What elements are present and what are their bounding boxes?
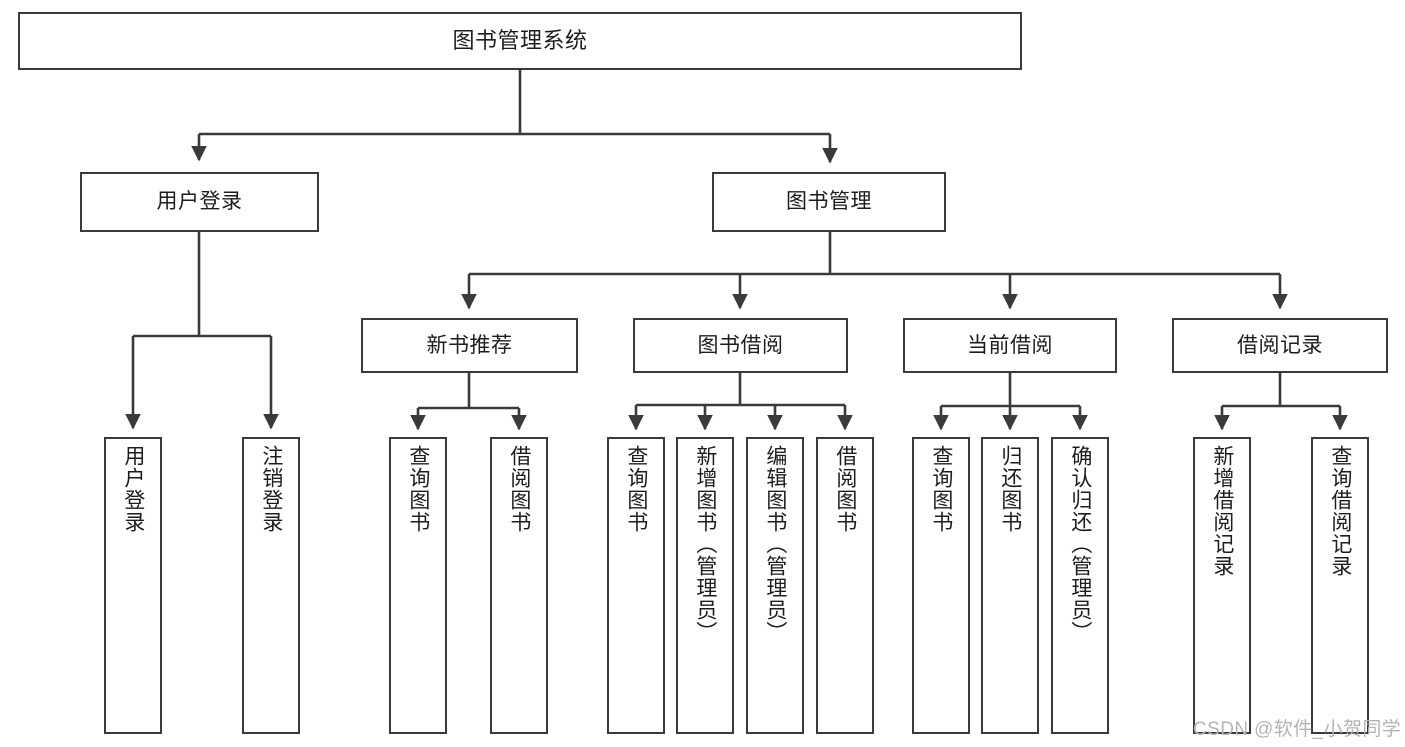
node-new-book-recommend[interactable]: 新书推荐 [361, 318, 578, 373]
leaf-new-book-query[interactable]: 查询图书 [389, 437, 447, 734]
node-book-borrow[interactable]: 图书借阅 [633, 318, 848, 373]
leaf-current-borrow-query[interactable]: 查询图书 [912, 437, 970, 734]
leaf-current-borrow-confirm-return[interactable]: 确认归还（管理员） [1051, 437, 1109, 734]
leaf-book-borrow-borrow[interactable]: 借阅图书 [816, 437, 874, 734]
node-label: 查询图书 [929, 445, 953, 533]
leaf-book-borrow-edit[interactable]: 编辑图书（管理员） [746, 437, 804, 734]
leaf-current-borrow-return[interactable]: 归还图书 [981, 437, 1039, 734]
leaf-book-borrow-add[interactable]: 新增图书（管理员） [676, 437, 734, 734]
node-book-management[interactable]: 图书管理 [712, 172, 946, 232]
node-label: 图书借阅 [697, 333, 784, 357]
node-root-system[interactable]: 图书管理系统 [18, 12, 1022, 70]
node-label: 用户登录 [121, 445, 145, 533]
leaf-user-login-login[interactable]: 用户登录 [104, 437, 162, 734]
node-label: 图书管理 [786, 190, 872, 214]
leaf-new-book-borrow[interactable]: 借阅图书 [490, 437, 548, 734]
node-label: 查询借阅记录 [1328, 445, 1352, 577]
leaf-book-borrow-query[interactable]: 查询图书 [607, 437, 665, 734]
node-label: 新增借阅记录 [1210, 445, 1234, 577]
node-label: 图书管理系统 [452, 27, 588, 53]
node-label: 查询图书 [624, 445, 648, 533]
node-current-borrow[interactable]: 当前借阅 [903, 318, 1117, 373]
node-label: 确认归还（管理员） [1068, 445, 1092, 643]
node-label: 编辑图书（管理员） [763, 445, 787, 643]
node-label: 用户登录 [156, 190, 243, 214]
node-label: 新书推荐 [426, 333, 513, 357]
leaf-user-login-logout[interactable]: 注销登录 [242, 437, 300, 734]
node-user-login[interactable]: 用户登录 [80, 172, 319, 232]
node-label: 归还图书 [998, 445, 1022, 533]
node-label: 查询图书 [406, 445, 430, 533]
node-label: 借阅图书 [833, 445, 857, 533]
node-label: 新增图书（管理员） [693, 445, 717, 643]
node-label: 借阅记录 [1237, 333, 1323, 357]
leaf-borrow-record-query[interactable]: 查询借阅记录 [1311, 437, 1369, 734]
node-label: 借阅图书 [507, 445, 531, 533]
node-label: 注销登录 [259, 445, 283, 533]
node-label: 当前借阅 [967, 333, 1053, 357]
watermark-credit: CSDN @软件_小贺同学 [1193, 719, 1402, 740]
node-borrow-record[interactable]: 借阅记录 [1172, 318, 1388, 373]
leaf-borrow-record-add[interactable]: 新增借阅记录 [1193, 437, 1251, 734]
